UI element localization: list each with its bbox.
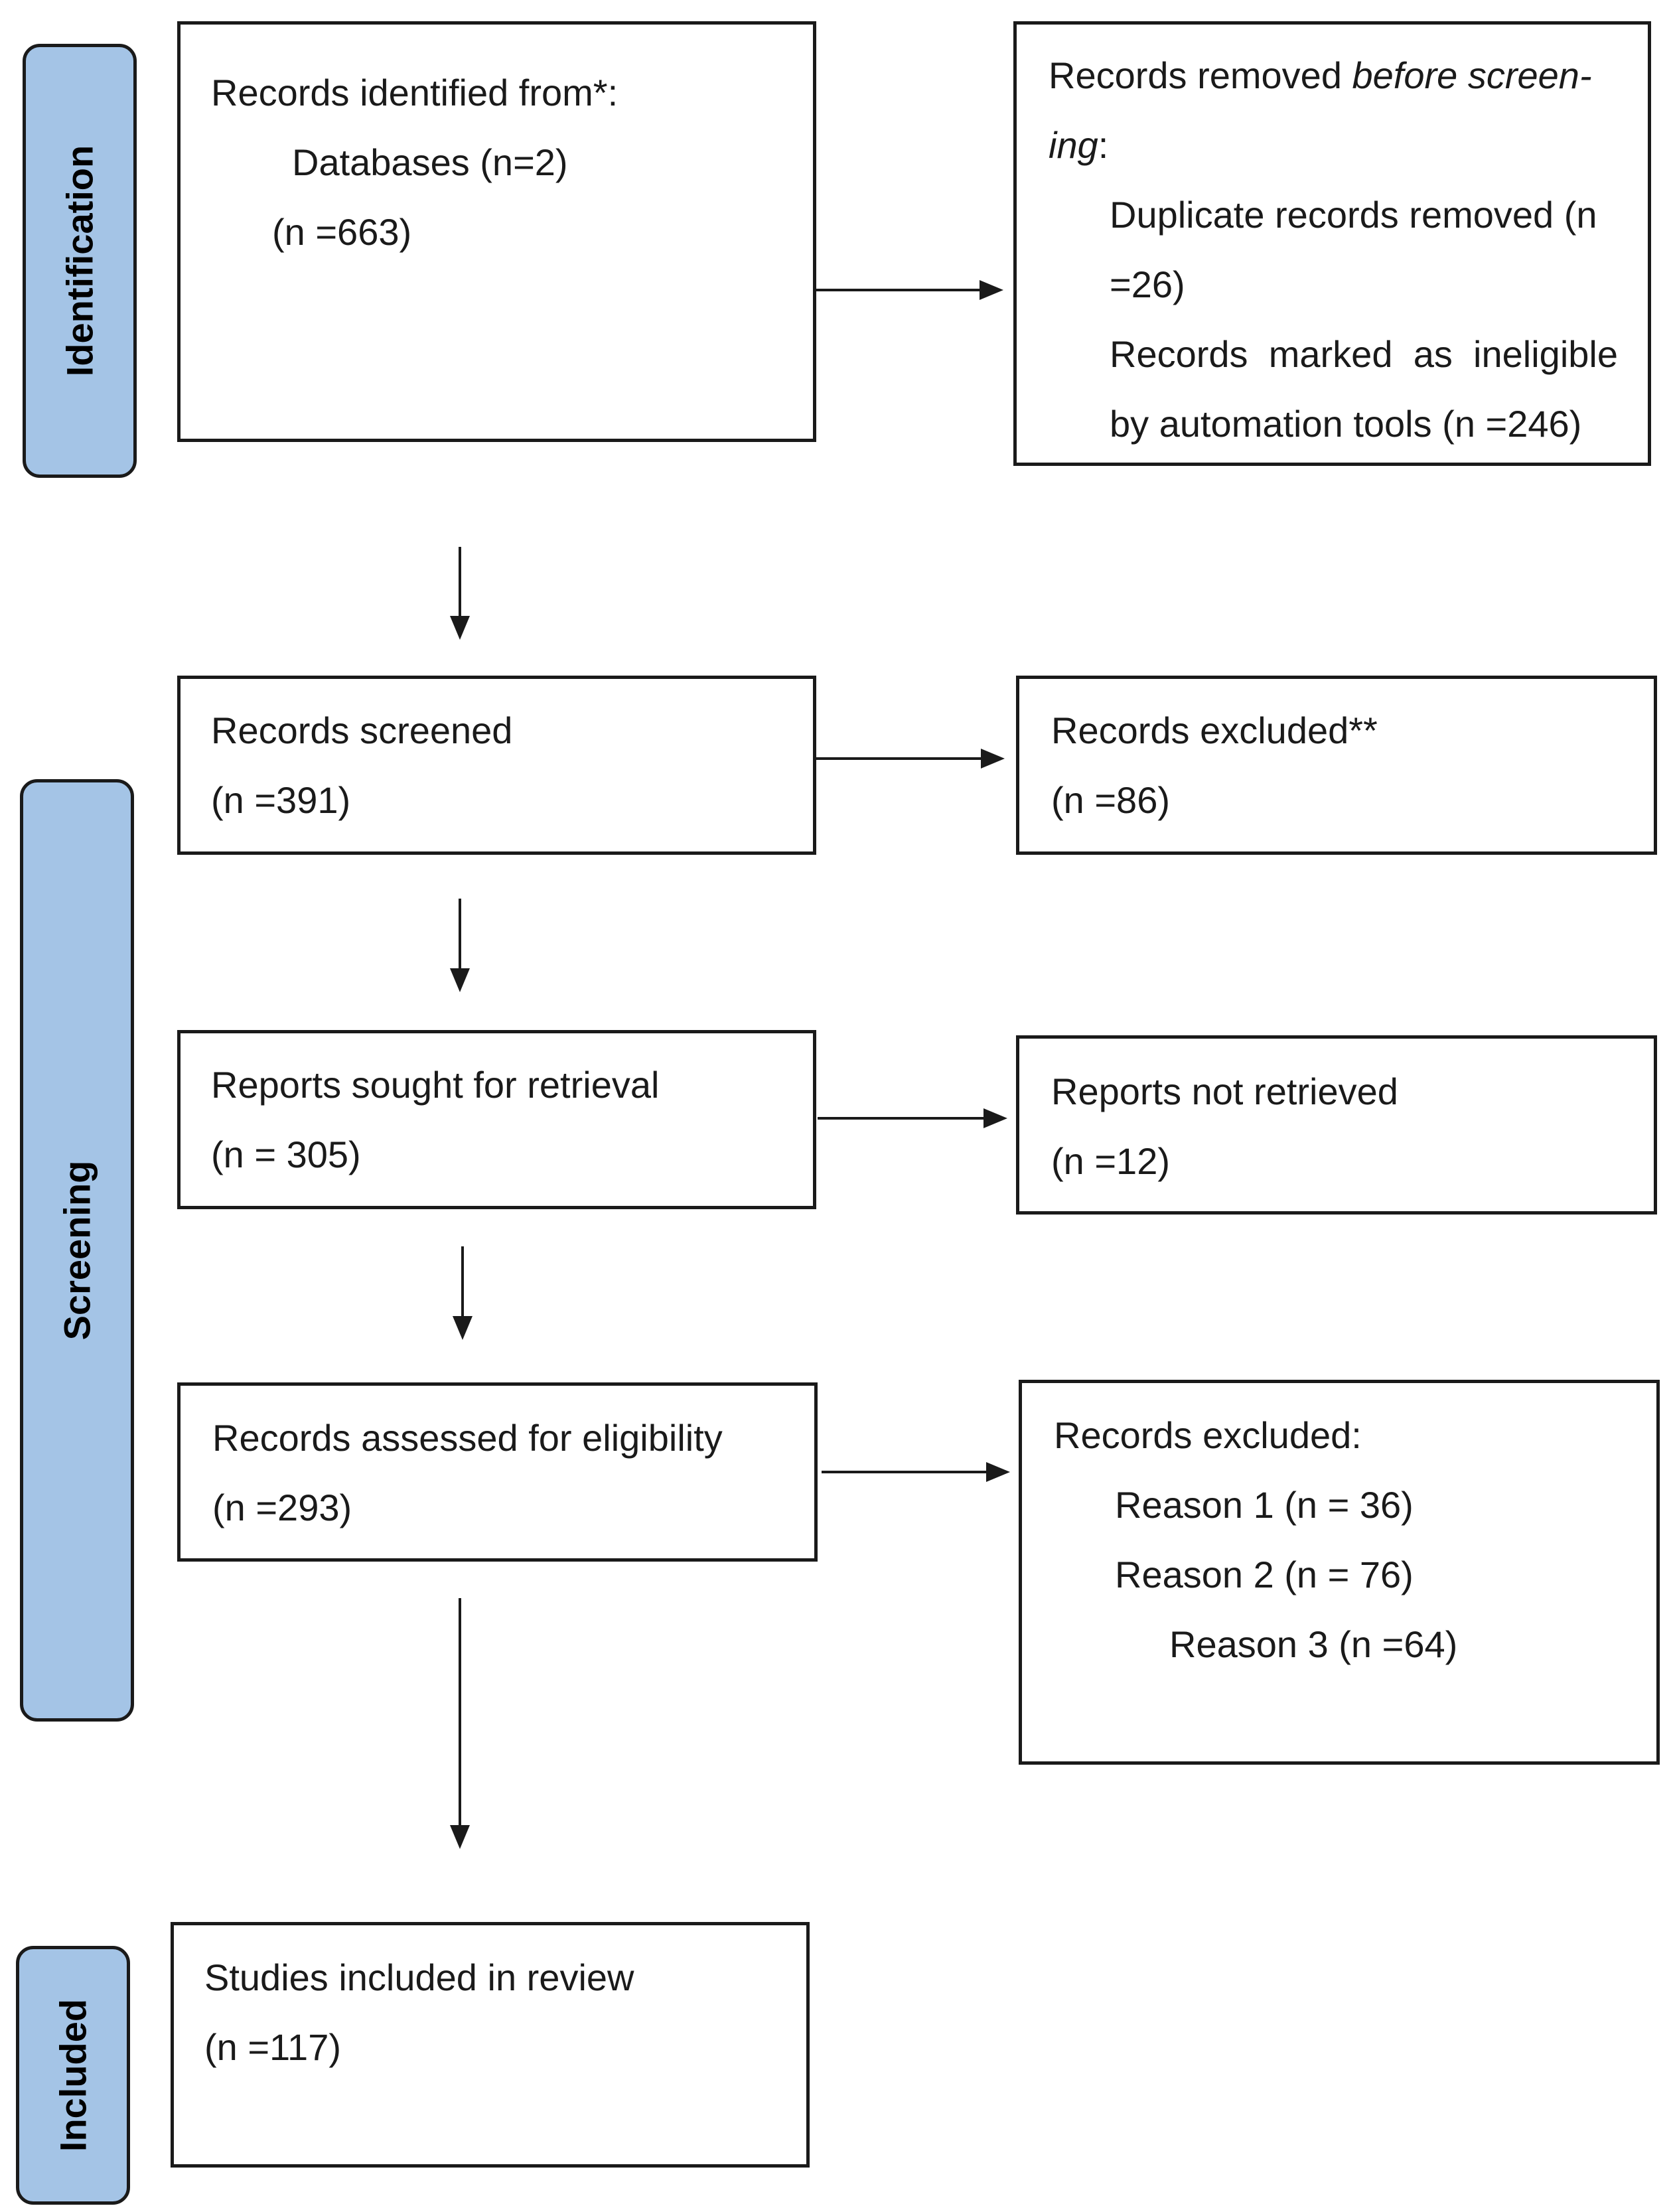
records-excluded-reasons-title: Records excluded: (1054, 1414, 1362, 1456)
records-removed-title-italic-cont: ing (1049, 124, 1098, 166)
records-identified-box (177, 21, 816, 442)
records-assessed-box (177, 1382, 818, 1562)
arrowhead-identified-to-removed (980, 280, 1003, 300)
reports-sought-box (177, 1030, 816, 1209)
arrowhead-assessed-to-excluded (986, 1462, 1010, 1482)
records-excluded-reasons-box (1019, 1380, 1660, 1765)
reason-2: Reason 2 (n = 76) (1115, 1554, 1414, 1595)
records-identified-title: Records identified from*: (211, 72, 618, 113)
ineligible-records-count: by automation tools (n =246) (1110, 403, 1582, 445)
ineligible-records: Records marked as ineligible (1110, 333, 1618, 375)
arrowhead-assessed-to-included (450, 1825, 470, 1849)
reports-not-retrieved-title: Reports not retrieved (1051, 1070, 1398, 1112)
records-excluded-title: Records excluded** (1051, 709, 1378, 751)
phase-screening: Screening (20, 779, 134, 1722)
records-excluded-count: (n =86) (1051, 779, 1170, 821)
arrowhead-screened-to-excluded (981, 749, 1005, 769)
records-assessed-title: Records assessed for eligibility (212, 1417, 723, 1459)
records-excluded-box (1016, 676, 1657, 855)
phase-identification: Identification (23, 44, 137, 478)
reports-sought-title: Reports sought for retrieval (211, 1064, 660, 1106)
arrowhead-sought-to-assessed (453, 1316, 473, 1340)
records-removed-box (1013, 21, 1651, 466)
records-screened-title: Records screened (211, 709, 513, 751)
records-screened-count: (n =391) (211, 779, 351, 821)
records-assessed-count: (n =293) (212, 1487, 352, 1528)
records-removed-title-italic: before screen- (1352, 54, 1592, 96)
records-removed-title-cont: ing: (1049, 127, 1108, 164)
studies-included-box (171, 1922, 810, 2168)
records-removed-colon: : (1098, 124, 1109, 166)
reason-1: Reason 1 (n = 36) (1115, 1484, 1414, 1526)
reports-sought-count: (n = 305) (211, 1134, 361, 1175)
records-removed-title-prefix: Records removed (1049, 54, 1352, 96)
reason-3: Reason 3 (n =64) (1169, 1623, 1458, 1665)
duplicate-records-count: =26) (1110, 263, 1185, 305)
records-removed-title: Records removed before screen- (1049, 57, 1592, 94)
records-identified-databases: Databases (n=2) (292, 141, 568, 183)
reports-not-retrieved-box (1016, 1035, 1657, 1215)
records-screened-box (177, 676, 816, 855)
records-identified-count: (n =663) (272, 211, 412, 253)
studies-included-title: Studies included in review (204, 1956, 634, 1998)
arrowhead-sought-to-not-retrieved (983, 1108, 1007, 1128)
arrowhead-identified-to-screened (450, 616, 470, 640)
studies-included-count: (n =117) (204, 2026, 341, 2068)
duplicate-records-removed: Duplicate records removed (n (1110, 194, 1597, 236)
arrowhead-screened-to-sought (450, 968, 470, 992)
reports-not-retrieved-count: (n =12) (1051, 1140, 1170, 1182)
phase-included: Included (16, 1946, 130, 2205)
